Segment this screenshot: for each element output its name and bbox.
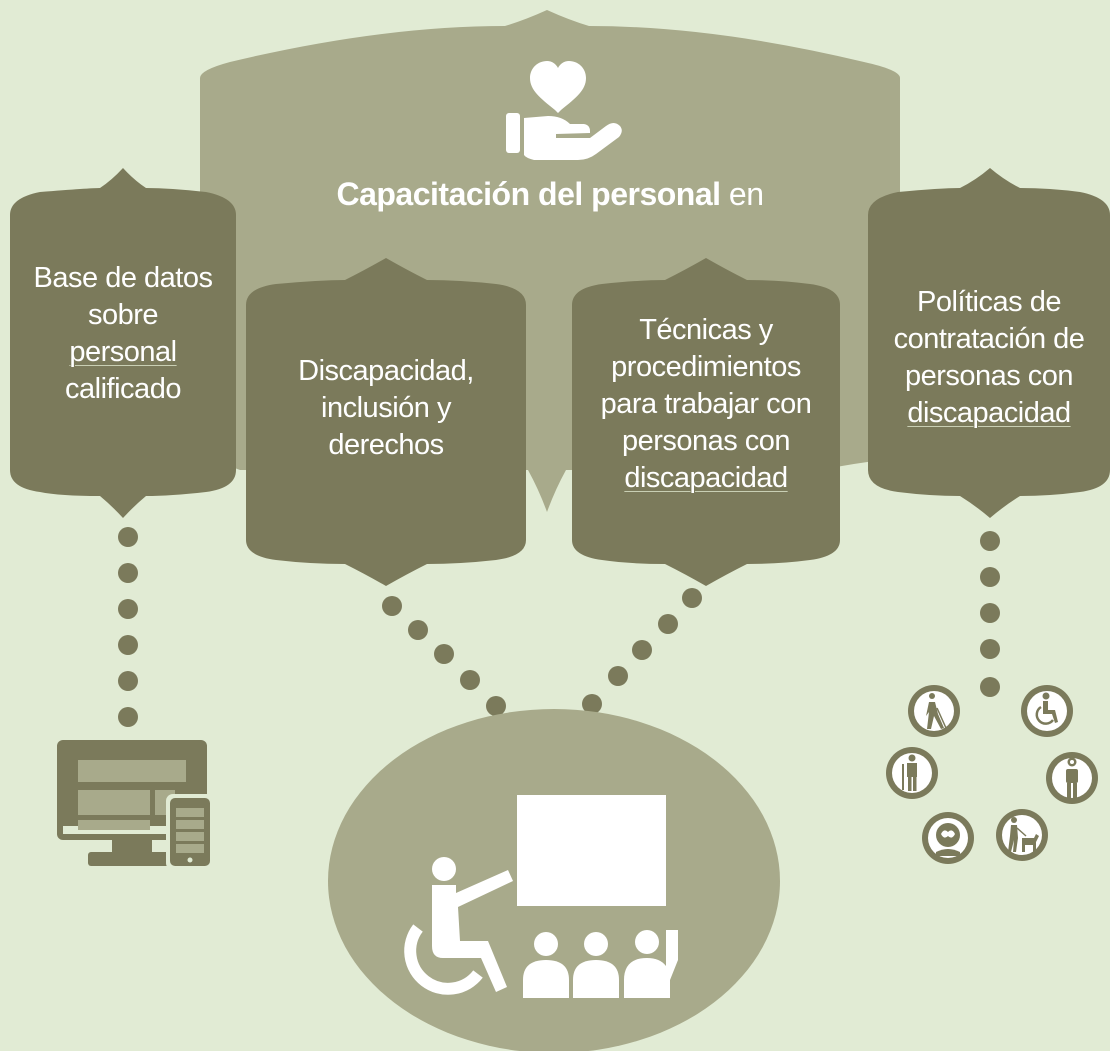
left-box-text: Base de datos sobre personal calificado (10, 260, 236, 408)
wheelchair-teacher-with-audience-icon (404, 795, 678, 998)
middle-right-box-line: discapacidad (624, 462, 788, 494)
middle-left-box-line: Discapacidad, (298, 355, 474, 387)
left-dotted-connector (118, 527, 138, 727)
middle-right-box-shape (572, 258, 840, 586)
middle-left-box-shape (246, 258, 526, 586)
crutch-user-icon (886, 747, 938, 799)
heart-in-hand-icon (506, 61, 622, 160)
middle-right-box-line: Técnicas y (639, 314, 773, 346)
left-box-shape (10, 168, 236, 518)
left-box-line: calificado (65, 373, 181, 405)
right-box-line: Políticas de (917, 286, 1061, 318)
middle-left-box-text: Discapacidad, inclusión y derechos (246, 353, 526, 464)
right-box-line: discapacidad (907, 397, 1071, 429)
top-panel-title: Capacitación del personal en (200, 172, 900, 216)
intellectual-disability-icon (1046, 752, 1098, 804)
right-box-line: contratación de (893, 323, 1085, 355)
right-box-shape (868, 168, 1110, 518)
right-box-text: Políticas de contratación de personas co… (868, 284, 1110, 432)
middle-left-box-line: derechos (328, 429, 444, 461)
left-box-line: sobre (87, 299, 159, 331)
middle-left-box-line: inclusión y (321, 392, 451, 424)
left-box-line: personal (69, 336, 177, 368)
blind-cane-icon (908, 685, 960, 737)
top-panel-title-bold: Capacitación del personal (336, 176, 721, 212)
desktop-and-phone-icon (57, 740, 214, 870)
middle-right-box-line: procedimientos (611, 351, 801, 383)
middle-right-box-text: Técnicas y procedimientos para trabajar … (572, 312, 840, 497)
left-box-line: Base de datos (33, 262, 213, 294)
wheelchair-user-icon (1021, 685, 1073, 737)
cognitive-disability-icon (922, 812, 974, 864)
top-panel-title-rest: en (720, 176, 764, 212)
right-dotted-connector (980, 531, 1000, 697)
guide-dog-icon (996, 809, 1048, 861)
middle-right-box-line: para trabajar con (600, 388, 812, 420)
middle-right-box-line: personas con (621, 425, 791, 457)
right-box-line: personas con (904, 360, 1074, 392)
